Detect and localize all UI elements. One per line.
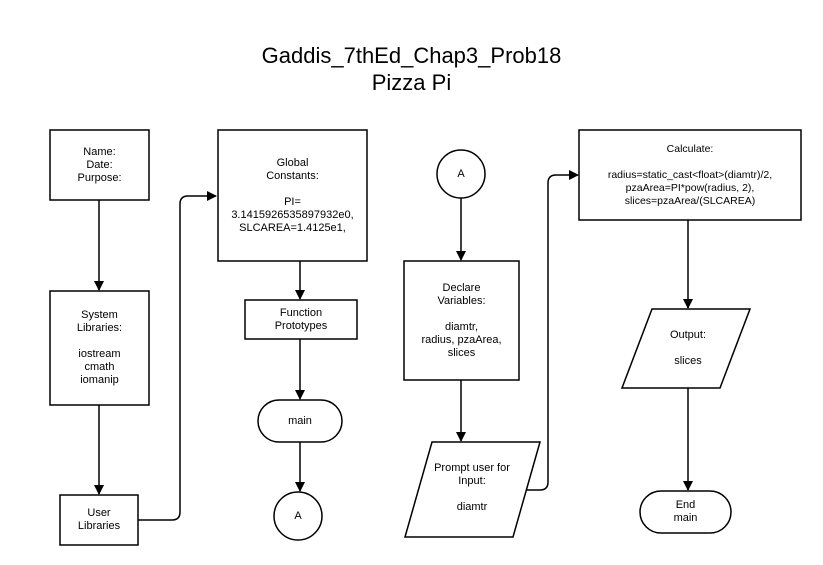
system-libraries-box bbox=[49, 290, 150, 406]
library-iomanip: iomanip bbox=[80, 374, 119, 386]
variable-diamtr: diamtr, bbox=[444, 320, 478, 333]
diagram-title: Gaddis_7thEd_Chap3_Prob18 bbox=[261, 43, 562, 68]
calculate-text: Calculate: radius=static_cast<float>(dia… bbox=[579, 130, 801, 220]
constant-pi-label: PI= bbox=[284, 195, 301, 208]
connector-a-in-label: A bbox=[457, 167, 465, 180]
function-prototypes-box bbox=[244, 299, 358, 340]
system-libraries-title-2: Libraries: bbox=[76, 322, 123, 334]
diagram-subtitle: Pizza Pi bbox=[371, 70, 452, 95]
output-shape bbox=[620, 308, 752, 389]
calculate-slices-formula: slices=pzaArea/(SLCAREA) bbox=[624, 194, 756, 207]
prompt-input-shape bbox=[404, 441, 541, 538]
global-constants-text: Global Constants: PI= 3.1415926535897932… bbox=[218, 130, 367, 261]
declare-variables-text: Declare Variables: diamtr, radius, pzaAr… bbox=[404, 261, 519, 380]
function-prototypes-line-2: Prototypes bbox=[274, 319, 328, 332]
user-libraries-line-1: User bbox=[87, 507, 111, 519]
header-name-label: Name: bbox=[83, 145, 116, 158]
calculate-area-formula: pzaArea=PI*pow(radius, 2), bbox=[625, 181, 755, 194]
function-prototypes-line-1: Function bbox=[279, 306, 323, 319]
variable-slices: slices bbox=[447, 346, 476, 359]
main-label: main bbox=[288, 414, 312, 427]
variable-radius-pzaarea: radius, pzaArea, bbox=[421, 333, 502, 346]
connector-a-out-label: A bbox=[294, 509, 302, 522]
function-prototypes-text: Function Prototypes bbox=[245, 300, 357, 339]
prompt-input-variable: diamtr bbox=[456, 501, 488, 513]
calculate-title: Calculate: bbox=[666, 142, 714, 155]
connector-a-out-text: A bbox=[274, 492, 322, 540]
connector-a-in-text: A bbox=[437, 150, 485, 198]
header-text: Name: Date: Purpose: bbox=[50, 130, 149, 200]
prompt-input-title-2: Input: bbox=[458, 475, 486, 487]
global-constants-box bbox=[217, 129, 368, 262]
global-constants-title-1: Global bbox=[276, 156, 309, 169]
constant-pi-value: 3.1415926535897932e0, bbox=[231, 208, 354, 221]
header-date-label: Date: bbox=[86, 158, 113, 171]
prompt-input-title-1: Prompt user for bbox=[434, 462, 510, 474]
user-libraries-line-2: Libraries bbox=[77, 520, 121, 532]
output-variable: slices bbox=[674, 355, 702, 367]
constant-slcarea: SLCAREA=1.4125e1, bbox=[239, 221, 346, 234]
main-label-wrap: main bbox=[258, 400, 342, 442]
library-cmath: cmath bbox=[84, 361, 115, 373]
arrow-userlibs-to-constants bbox=[138, 191, 217, 521]
user-libraries-text: User Libraries bbox=[60, 495, 138, 545]
library-iostream: iostream bbox=[78, 348, 121, 360]
prompt-input-text: Prompt user for Input: diamtr bbox=[412, 462, 532, 514]
system-libraries-text: System Libraries: iostream cmath iomanip bbox=[50, 291, 149, 405]
end-main-text: End main bbox=[640, 491, 731, 533]
declare-variables-box bbox=[403, 260, 520, 381]
end-main-line-2: main bbox=[673, 512, 698, 524]
system-libraries-title-1: System bbox=[81, 309, 118, 321]
end-main-terminator bbox=[639, 490, 732, 534]
global-constants-title-2: Constants: bbox=[266, 169, 319, 182]
header-box bbox=[49, 129, 150, 201]
header-purpose-label: Purpose: bbox=[77, 171, 122, 184]
connector-a-out bbox=[273, 491, 323, 541]
calculate-box bbox=[578, 129, 802, 221]
output-text: Output: slices bbox=[636, 329, 740, 368]
output-title: Output: bbox=[669, 329, 707, 341]
declare-variables-title-1: Declare bbox=[442, 281, 481, 294]
calculate-radius-formula: radius=static_cast<float>(diamtr)/2, bbox=[607, 168, 773, 181]
arrow-prompt-to-calculate bbox=[527, 170, 579, 491]
declare-variables-title-2: Variables: bbox=[437, 294, 486, 307]
user-libraries-box bbox=[59, 494, 139, 546]
end-main-line-1: End bbox=[675, 499, 696, 511]
